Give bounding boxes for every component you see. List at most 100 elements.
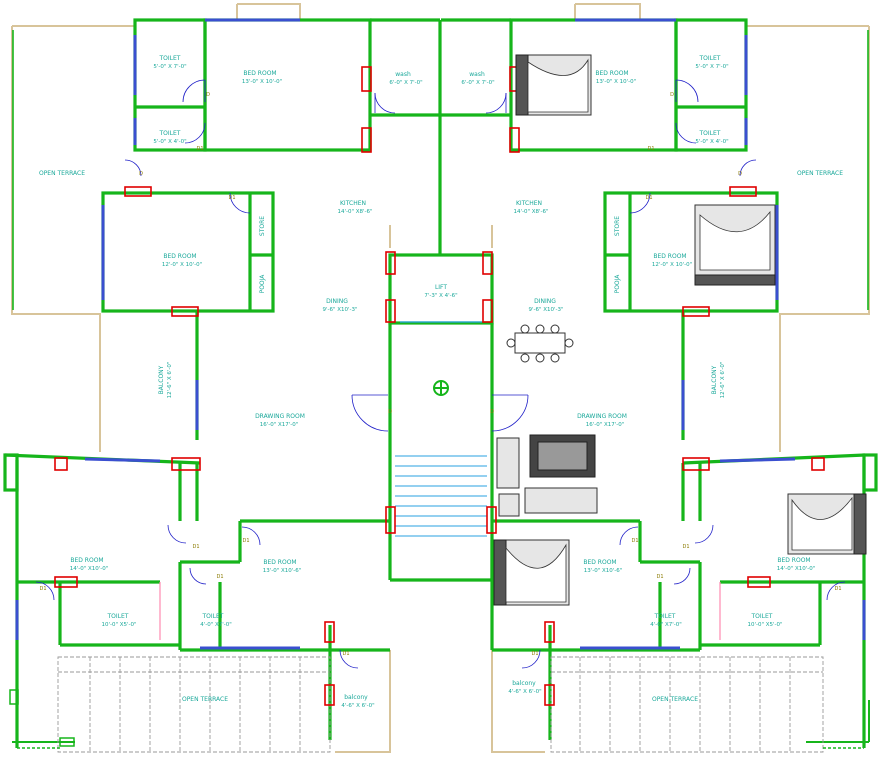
room-name: KITCHEN bbox=[516, 200, 542, 207]
door-tag: D1 bbox=[196, 146, 203, 152]
door-tag: D1 bbox=[647, 146, 654, 152]
room-dimension: 13'-0" X10'-6" bbox=[584, 568, 623, 574]
room-dimension: 5'-0" X 4'-0" bbox=[695, 139, 728, 145]
room-dimension: 4'-0" X7'-0" bbox=[650, 622, 682, 628]
door-tag: D1 bbox=[834, 586, 841, 592]
sofa-icon bbox=[496, 437, 598, 517]
room-name: POOJA bbox=[259, 274, 266, 294]
room-name: TOILET bbox=[159, 130, 181, 137]
room-name: DRAWING ROOM bbox=[255, 413, 305, 420]
door-tags: D D1 D1 D D D D1 D1 D1 D1 D1 D D1 D1 D D… bbox=[39, 92, 841, 657]
door-tag: D1 bbox=[39, 586, 46, 592]
door-tag: D1 bbox=[342, 651, 349, 657]
room-dimension: 12'-0" X 10'-0" bbox=[652, 262, 692, 268]
corner-marker bbox=[9, 689, 75, 747]
door-tag: D1 bbox=[645, 195, 652, 201]
door-tag: D1 bbox=[216, 574, 223, 580]
door-tag: D1 bbox=[531, 651, 538, 657]
room-name: DINING bbox=[534, 298, 556, 305]
room-name: BALCONY bbox=[158, 365, 165, 394]
door-tag: D1 bbox=[192, 544, 199, 550]
room-dimension: 16'-0" X17'-0" bbox=[260, 422, 299, 428]
site-boundary bbox=[11, 3, 870, 753]
room-dimension: 6'-0" X 7'-0" bbox=[461, 80, 494, 86]
walls-right-lower bbox=[490, 311, 878, 748]
room-name: OPEN TERRACE bbox=[652, 696, 698, 703]
room-name: wash bbox=[395, 71, 411, 78]
room-name: TOILET bbox=[699, 130, 721, 137]
room-dimension: 16'-0" X17'-0" bbox=[586, 422, 625, 428]
room-name: OPEN TERRACE bbox=[39, 170, 85, 177]
dining-table-icon bbox=[506, 324, 574, 363]
room-dimension: 14'-0" X8'-6" bbox=[337, 209, 372, 215]
room-dimension: 10'-0" X5'-0" bbox=[101, 622, 136, 628]
room-name: POOJA bbox=[614, 274, 621, 294]
room-name: balcony bbox=[344, 694, 368, 701]
room-dimension: 7'-3" X 4'-6" bbox=[424, 293, 457, 299]
room-dimension: 13'-0" X 10'-0" bbox=[242, 79, 282, 85]
core-lift-stair bbox=[388, 253, 494, 582]
room-dimension: 5'-0" X 4'-0" bbox=[153, 139, 186, 145]
room-name: TOILET bbox=[654, 613, 676, 620]
door-tag: D1 bbox=[242, 538, 249, 544]
room-dimension: 5'-0" X 7'-0" bbox=[695, 64, 728, 70]
room-dimension: 6'-0" X 7'-0" bbox=[389, 80, 422, 86]
room-dimension: 4'-0" X7'-0" bbox=[200, 622, 232, 628]
room-name: BED ROOM bbox=[777, 557, 810, 564]
room-dimension: 13'-0" X10'-6" bbox=[263, 568, 302, 574]
room-dimension: 9'-6" X10'-3" bbox=[528, 307, 563, 313]
room-name: TOILET bbox=[751, 613, 773, 620]
room-dimension: 4'-6" X 6'-0" bbox=[341, 703, 374, 709]
room-name: STORE bbox=[614, 216, 621, 236]
room-name: TOILET bbox=[202, 613, 224, 620]
structural-columns bbox=[54, 66, 825, 706]
room-name: OPEN TERRACE bbox=[182, 696, 228, 703]
bed-icon bbox=[515, 54, 592, 116]
room-dimension: 12'-6" X 6'-0" bbox=[720, 362, 726, 399]
room-name: KITCHEN bbox=[340, 200, 366, 207]
room-name: OPEN TERRACE bbox=[797, 170, 843, 177]
room-name: BED ROOM bbox=[70, 557, 103, 564]
room-name: balcony bbox=[512, 680, 536, 687]
pergola-right bbox=[550, 656, 824, 753]
door-tag: D1 bbox=[228, 195, 235, 201]
rug-icon bbox=[529, 434, 596, 478]
room-dimension: 14'-0" X8'-6" bbox=[513, 209, 548, 215]
walls-left-upper bbox=[12, 18, 442, 313]
room-name: BED ROOM bbox=[163, 253, 196, 260]
room-name: TOILET bbox=[699, 55, 721, 62]
door-tag: D1 bbox=[631, 538, 638, 544]
room-dimension: 14'-0" X10'-0" bbox=[70, 566, 109, 572]
pergola-left bbox=[57, 656, 331, 753]
room-name: TOILET bbox=[107, 613, 129, 620]
door-tag: D bbox=[738, 171, 742, 177]
room-name: DRAWING ROOM bbox=[577, 413, 627, 420]
room-dimension: 10'-0" X5'-0" bbox=[747, 622, 782, 628]
room-dimension: 4'-6" X 6'-0" bbox=[508, 689, 541, 695]
room-name: BED ROOM bbox=[243, 70, 276, 77]
bed-icon bbox=[493, 539, 570, 606]
room-name: LIFT bbox=[435, 284, 447, 291]
room-dimension: 9'-6" X10'-3" bbox=[322, 307, 357, 313]
room-dimension: 12'-0" X 10'-0" bbox=[162, 262, 202, 268]
door-tag: D1 bbox=[656, 574, 663, 580]
room-name: BED ROOM bbox=[595, 70, 628, 77]
door-tag: D bbox=[139, 171, 143, 177]
bed-icon bbox=[787, 493, 867, 555]
door-tag: D bbox=[206, 92, 210, 98]
room-dimension: 5'-0" X 7'-0" bbox=[153, 64, 186, 70]
stair-treads bbox=[395, 455, 487, 537]
bed-icon bbox=[694, 204, 776, 286]
room-name: DINING bbox=[326, 298, 348, 305]
room-name: STORE bbox=[259, 216, 266, 236]
room-name: TOILET bbox=[159, 55, 181, 62]
door-tag: D bbox=[490, 409, 494, 415]
room-name: BED ROOM bbox=[263, 559, 296, 566]
door-tag: D bbox=[670, 92, 674, 98]
walls-left-lower bbox=[3, 311, 390, 748]
room-name: BED ROOM bbox=[653, 253, 686, 260]
room-name: wash bbox=[469, 71, 485, 78]
door-swings bbox=[35, 79, 846, 669]
